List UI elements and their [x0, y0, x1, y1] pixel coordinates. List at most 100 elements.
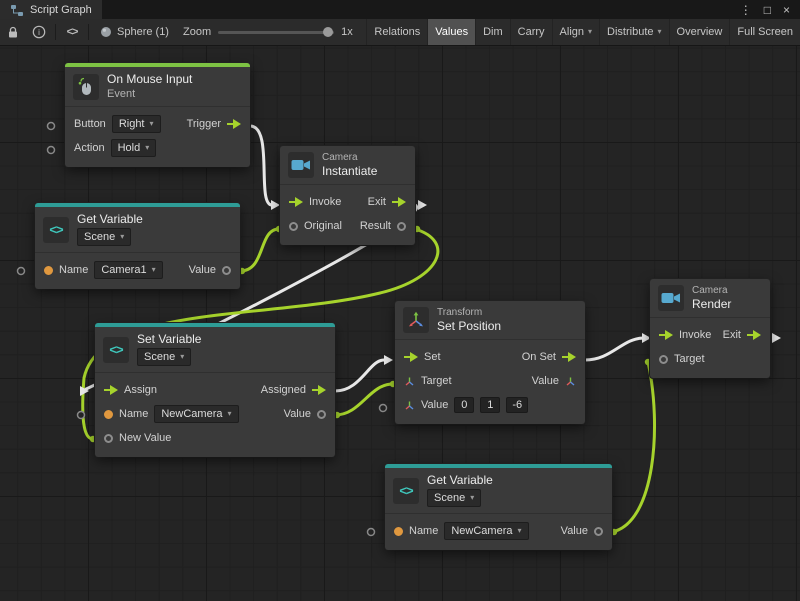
node-category: Camera: [322, 152, 358, 163]
chevron-down-icon: ▾: [120, 232, 125, 241]
chevron-down-icon: ▾: [657, 27, 662, 36]
title-bar: Script Graph ⋮ □ ×: [0, 0, 800, 19]
flow-arrowhead: [384, 355, 393, 365]
camera-icon: [658, 285, 684, 311]
wire-onset-to-invoke: [583, 336, 646, 362]
action-dropdown[interactable]: Hold▾: [110, 139, 157, 157]
transform-icon: [403, 307, 429, 333]
flow-in-port[interactable]: [404, 352, 418, 362]
zoom-control: Zoom 1x: [183, 26, 353, 38]
tab-title: Script Graph: [30, 3, 92, 16]
node-title: Set Variable: [137, 332, 202, 346]
graph-context-selector[interactable]: Sphere (1): [92, 19, 177, 45]
flow-out-port[interactable]: [562, 352, 576, 362]
trigger-port-label: Trigger: [186, 118, 221, 130]
chevron-down-icon: ▾: [227, 409, 232, 418]
value-wire-endpoint: [89, 435, 97, 443]
external-port[interactable]: [46, 145, 56, 155]
variable-name-dropdown[interactable]: NewCamera▾: [444, 522, 529, 540]
relations-button[interactable]: Relations: [366, 19, 427, 45]
value-wire-endpoint: [610, 528, 618, 536]
tab-script-graph[interactable]: Script Graph: [0, 0, 102, 19]
wire-value-to-target: [333, 382, 395, 417]
variable-scope-dropdown[interactable]: Scene▾: [427, 489, 482, 507]
external-port[interactable]: [16, 266, 26, 276]
flow-arrowhead: [271, 200, 280, 210]
node-set-variable[interactable]: <> Set Variable Scene▾ Assign Assigned N…: [95, 323, 335, 457]
variable-scope-dropdown[interactable]: Scene▾: [137, 348, 192, 366]
external-port[interactable]: [378, 403, 388, 413]
overview-button[interactable]: Overview: [668, 19, 730, 45]
variable-icon: <>: [43, 216, 69, 243]
name-port[interactable]: [44, 265, 53, 275]
variable-name-dropdown[interactable]: NewCamera▾: [154, 405, 239, 423]
button-dropdown[interactable]: Right▾: [111, 115, 161, 133]
camera-icon: [288, 152, 314, 178]
node-render[interactable]: Camera Render Invoke Exit Target: [650, 279, 770, 378]
value-out-port[interactable]: [222, 265, 231, 275]
gameobject-icon: [101, 27, 111, 37]
variable-name-dropdown[interactable]: Camera1▾: [94, 261, 163, 279]
flow-in-port[interactable]: [289, 197, 303, 207]
value-in-port[interactable]: [289, 221, 298, 231]
lock-button[interactable]: [0, 19, 26, 45]
flow-in-port[interactable]: [104, 385, 118, 395]
dim-button[interactable]: Dim: [475, 19, 510, 45]
variable-accent-bar: [385, 464, 612, 468]
flow-out-port[interactable]: [312, 385, 326, 395]
variable-accent-bar: [95, 323, 335, 327]
script-graph-icon: [11, 4, 23, 16]
graph-canvas[interactable]: On Mouse Input Event Button Right▾ Trigg…: [0, 46, 800, 601]
wire-assigned-to-set: [333, 358, 386, 393]
toolbar-divider: [88, 24, 89, 40]
flow-out-port[interactable]: [227, 119, 241, 129]
vector-z-input[interactable]: -6: [506, 397, 529, 413]
chevron-down-icon: ▾: [149, 119, 154, 128]
node-title: Render: [692, 297, 732, 311]
toolbar-divider: [55, 24, 56, 40]
carry-button[interactable]: Carry: [509, 19, 552, 45]
flow-out-port[interactable]: [747, 330, 761, 340]
flow-in-port[interactable]: [659, 330, 673, 340]
kebab-menu-icon[interactable]: ⋮: [739, 2, 752, 17]
distribute-dropdown-button[interactable]: Distribute▾: [599, 19, 668, 45]
maximize-icon[interactable]: □: [763, 2, 771, 17]
value-out-port[interactable]: [397, 221, 406, 231]
target-port[interactable]: [659, 354, 668, 364]
code-preview-button[interactable]: <>: [59, 19, 85, 45]
zoom-slider-handle[interactable]: [323, 26, 334, 37]
vector-x-input[interactable]: 0: [454, 397, 475, 413]
variable-scope-dropdown[interactable]: Scene▾: [77, 228, 132, 246]
vector-axis-icon[interactable]: [404, 400, 415, 411]
node-set-position[interactable]: Transform Set Position Set On Set Target…: [395, 301, 585, 424]
new-value-port[interactable]: [104, 433, 113, 443]
fullscreen-button[interactable]: Full Screen: [729, 19, 800, 45]
value-out-port[interactable]: [317, 409, 326, 419]
node-title: Instantiate: [322, 164, 378, 178]
node-get-variable-bottom[interactable]: <> Get Variable Scene▾ Name NewCamera▾ V…: [385, 464, 612, 550]
zoom-slider[interactable]: [218, 26, 335, 37]
flow-arrowhead: [418, 200, 427, 210]
external-port[interactable]: [46, 121, 56, 131]
node-get-variable-top[interactable]: <> Get Variable Scene▾ Name Camera1▾ Val…: [35, 203, 240, 289]
name-port[interactable]: [394, 526, 403, 536]
close-icon[interactable]: ×: [782, 2, 790, 17]
node-on-mouse-input[interactable]: On Mouse Input Event Button Right▾ Trigg…: [65, 63, 250, 167]
flow-out-port[interactable]: [392, 197, 406, 207]
info-button[interactable]: i: [26, 19, 52, 45]
button-port-label: Button: [74, 118, 106, 130]
transform-axis-icon[interactable]: [404, 376, 415, 387]
value-out-port[interactable]: [594, 526, 603, 536]
node-instantiate[interactable]: Camera Instantiate Invoke Exit Original …: [280, 146, 415, 245]
vector-y-input[interactable]: 1: [480, 397, 501, 413]
external-port[interactable]: [76, 410, 86, 420]
name-port[interactable]: [104, 409, 113, 419]
value-wire-endpoint: [333, 411, 341, 419]
node-category: Camera: [692, 285, 728, 296]
node-title: Get Variable: [427, 473, 493, 487]
values-button[interactable]: Values: [427, 19, 476, 45]
value-wire-endpoint: [389, 380, 397, 388]
align-dropdown-button[interactable]: Align▾: [551, 19, 599, 45]
vector-axis-icon[interactable]: [565, 376, 576, 387]
external-port[interactable]: [366, 527, 376, 537]
